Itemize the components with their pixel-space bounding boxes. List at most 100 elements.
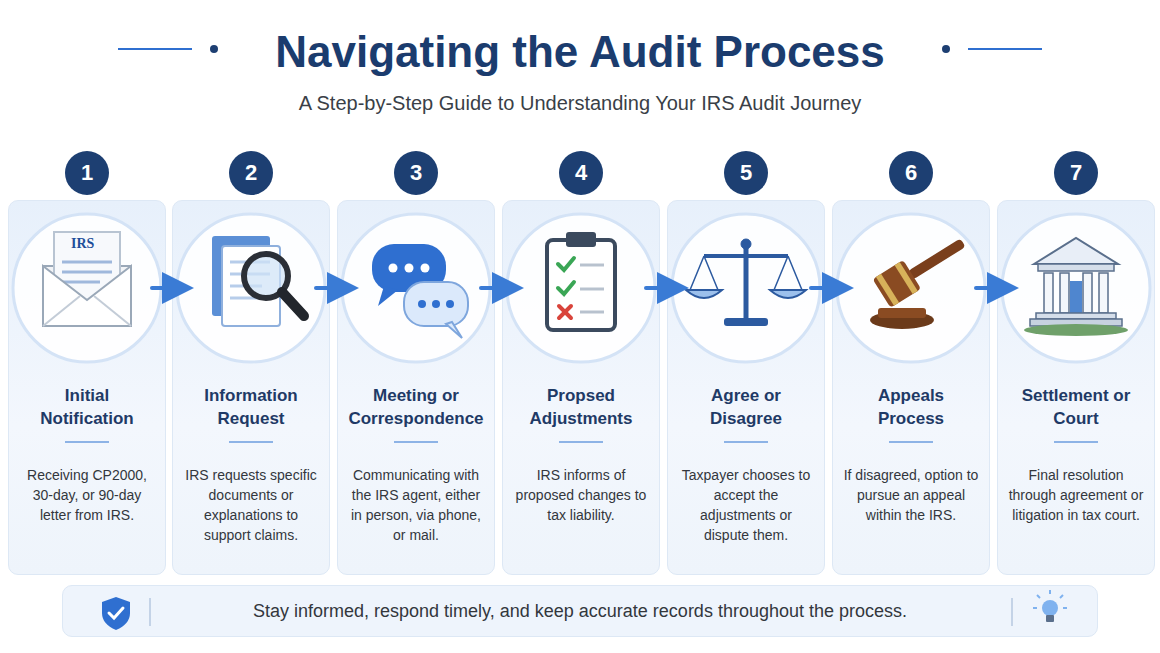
chat-bubbles-icon: [405, 264, 414, 273]
lightbulb-icon: [1046, 615, 1054, 622]
envelope-icon: [62, 261, 112, 264]
lightbulb-icon: [1033, 607, 1037, 609]
document-magnifier-icon: [212, 236, 304, 326]
envelope-icon: [62, 271, 112, 274]
scales-icon: [770, 290, 806, 298]
step-heading: Appeals Process: [843, 384, 979, 430]
title-ornament: [118, 48, 192, 50]
gavel-icon: [908, 238, 966, 279]
step-number: 6: [889, 151, 933, 195]
gavel-icon: [873, 260, 922, 308]
scales-icon: [686, 290, 722, 298]
flow-arrow: [316, 286, 351, 290]
flow-arrow: [152, 286, 186, 290]
band-divider: [1011, 598, 1013, 626]
heading-underline: [889, 441, 933, 443]
heading-underline: [394, 441, 438, 443]
icon-backdrop: [1002, 214, 1150, 362]
icon-backdrop: [13, 214, 161, 362]
heading-underline: [1054, 441, 1098, 443]
title-ornament: [942, 45, 950, 53]
step-heading: Meeting or Correspondence: [348, 384, 484, 430]
heading-underline: [65, 441, 109, 443]
scales-icon: [704, 254, 788, 258]
step-description: If disagreed, option to pursue an appeal…: [843, 465, 979, 525]
step-heading: Initial Notification: [19, 384, 155, 430]
lightbulb-icon: [1049, 590, 1051, 594]
band-divider: [149, 598, 151, 626]
step-description: Taxpayer chooses to accept the adjustmen…: [678, 465, 814, 545]
envelope-label: IRS: [71, 236, 94, 252]
clipboard-icon: [547, 232, 615, 330]
icon-backdrop: [177, 214, 325, 362]
clipboard-icon: [558, 258, 574, 270]
step-description: IRS informs of proposed changes to tax l…: [513, 465, 649, 525]
icon-backdrop: [342, 214, 490, 362]
flow-arrow: [646, 286, 681, 290]
heading-underline: [559, 441, 603, 443]
icon-backdrop: [672, 214, 820, 362]
step-number: 2: [229, 151, 273, 195]
step-description: IRS requests specific documents or expla…: [183, 465, 319, 545]
step-number: 1: [65, 151, 109, 195]
document-magnifier-icon: [282, 292, 304, 316]
scales-icon: [686, 239, 806, 326]
icon-backdrop: [507, 214, 655, 362]
flow-arrow: [976, 286, 1011, 290]
scales-icon: [704, 256, 718, 290]
chat-bubbles-icon: [418, 300, 426, 308]
gavel-icon: [878, 308, 926, 318]
clipboard-icon: [580, 264, 604, 267]
step-number: 5: [724, 151, 768, 195]
gavel-icon: [876, 274, 899, 306]
scales-icon: [724, 318, 768, 326]
scales-icon: [741, 239, 751, 249]
flow-arrow: [481, 286, 516, 290]
title-ornament: [210, 45, 218, 53]
chat-bubbles-icon: [432, 300, 440, 308]
step-heading: Agree or Disagree: [678, 384, 814, 430]
heading-underline: [229, 441, 273, 443]
flow-arrow: [811, 286, 846, 290]
step-heading: Settlement or Court: [1008, 384, 1144, 430]
step-heading: Information Request: [183, 384, 319, 430]
title-ornament: [968, 48, 1042, 50]
scales-icon: [788, 256, 802, 290]
chat-bubbles-icon: [446, 322, 462, 338]
tip-band: Stay informed, respond timely, and keep …: [62, 585, 1098, 637]
step-description: Receiving CP2000, 30-day, or 90-day lett…: [19, 465, 155, 525]
lightbulb-icon: [1063, 607, 1067, 609]
chat-bubbles-icon: [389, 264, 398, 273]
step-number: 4: [559, 151, 603, 195]
step-number: 3: [394, 151, 438, 195]
courthouse-icon: [1024, 238, 1128, 336]
step-number: 7: [1054, 151, 1098, 195]
clipboard-icon: [558, 282, 574, 294]
gavel-icon: [873, 228, 972, 308]
shield-icon: [109, 608, 123, 618]
envelope-icon: [43, 296, 80, 326]
diagram-caption: A Step-by-Step Guide to Understanding Yo…: [130, 90, 1030, 116]
chat-bubbles-icon: [404, 282, 468, 326]
clipboard-icon: [559, 306, 571, 318]
step-description: Final resolution through agreement or li…: [1008, 465, 1144, 525]
envelope-icon: [94, 296, 131, 326]
clipboard-icon: [547, 240, 615, 330]
courthouse-icon: [1070, 281, 1082, 313]
envelope-icon: [43, 232, 131, 326]
clipboard-icon: [566, 232, 596, 247]
chat-bubbles-icon: [446, 300, 454, 308]
icon-backdrop: [837, 214, 985, 362]
courthouse-icon: [1083, 273, 1092, 313]
chat-bubbles-icon: [421, 264, 430, 273]
scales-icon: [690, 256, 704, 290]
gavel-icon: [895, 262, 918, 294]
step-description: Communicating with the IRS agent, either…: [348, 465, 484, 545]
courthouse-icon: [1044, 273, 1053, 313]
diagram-title: Navigating the Audit Process: [230, 26, 930, 78]
chat-bubbles-icon: [378, 286, 398, 306]
lightbulb-icon: [1042, 600, 1058, 616]
gavel-icon: [870, 228, 972, 329]
clipboard-icon: [580, 288, 604, 291]
courthouse-icon: [1038, 264, 1114, 271]
